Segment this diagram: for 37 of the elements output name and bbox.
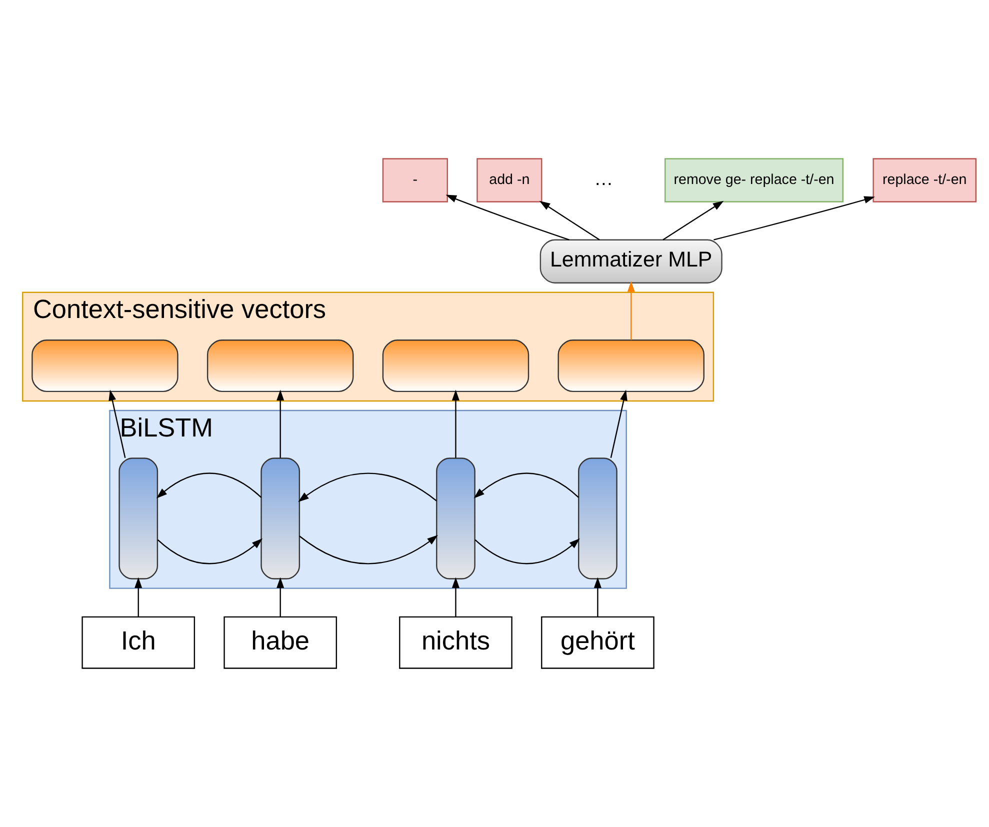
node-box [32, 340, 178, 392]
arrow [156, 472, 262, 498]
node-box: add -n [476, 158, 542, 202]
node-box: nichts [399, 616, 512, 669]
arrow [714, 196, 875, 240]
node-box: replace -t/-en [872, 158, 977, 202]
node-box [206, 340, 354, 392]
node-box: habe [224, 616, 338, 669]
node-box: Ich [82, 616, 196, 669]
arrow [474, 538, 580, 564]
node-box [436, 458, 476, 580]
arrow [134, 577, 142, 617]
node-box [382, 340, 530, 392]
arrow [276, 577, 284, 617]
arrow [108, 390, 126, 458]
arrow [627, 281, 635, 340]
node-box: Lemmatizer MLP [540, 239, 722, 284]
arrow [539, 200, 600, 240]
node-box [578, 458, 618, 580]
arrow [446, 194, 570, 240]
node-box: - [382, 158, 448, 202]
arrow [594, 577, 602, 617]
arrow [299, 535, 438, 564]
node-box: gehört [541, 616, 654, 669]
label: … [594, 168, 614, 190]
node-box [260, 458, 300, 580]
arrow [662, 200, 724, 240]
node-box: remove ge- replace -t/-en [664, 158, 844, 202]
arrow [298, 472, 437, 502]
arrow [474, 472, 579, 498]
arrow [157, 538, 263, 564]
arrow [452, 577, 460, 617]
arrow [276, 390, 284, 458]
arrow [452, 390, 460, 458]
node-box [558, 340, 704, 392]
arrow [610, 390, 628, 458]
node-box [118, 458, 158, 580]
